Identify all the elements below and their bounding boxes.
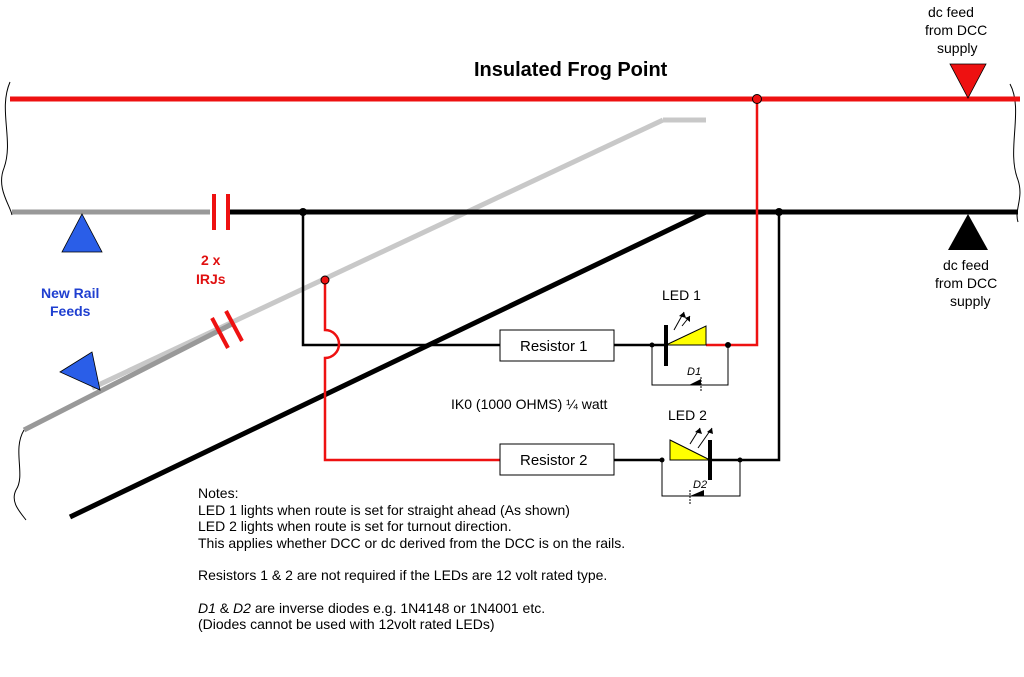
led-2-ray-1-head [695, 428, 702, 434]
led-2-label: LED 2 [668, 407, 707, 423]
black-rail-diverging [68, 209, 708, 520]
new-rail-feeds-line-2: Feeds [50, 303, 91, 319]
wire-red-to-r2 [323, 280, 500, 462]
led-1-ray-1-head [679, 312, 686, 318]
resistor-spec-label: IK0 (1000 OHMS) ¼ watt [451, 396, 608, 412]
irjs-label-line-1: 2 x [201, 252, 221, 268]
notes-line-5: D1 & D2 are inverse diodes e.g. 1N4148 o… [198, 600, 658, 617]
notes-heading: Notes: [198, 485, 239, 501]
grey-rail-diverging-feed [22, 321, 234, 433]
junction-dot-2 [775, 208, 783, 216]
junction-dot-1 [299, 208, 307, 216]
new-rail-feeds-line-1: New Rail [41, 285, 99, 301]
led1-junction-a [649, 342, 655, 348]
wire-led2-right [710, 212, 781, 462]
light-grey-rail-diverging [90, 117, 665, 391]
wire-red-top-to-led1 [706, 99, 759, 347]
feed-top-line-1: dc feed [928, 4, 974, 20]
d1-label: D1 [687, 366, 701, 378]
irjs-label-line-2: IRJs [196, 271, 226, 287]
led-2-symbol [669, 439, 711, 461]
notes-line-2: LED 2 lights when route is set for turno… [198, 518, 512, 534]
led-2-ray-2-head [707, 428, 713, 434]
black-feed-triangle [948, 214, 988, 250]
left-board-edge [1, 81, 13, 216]
notes-d1: D1 [198, 599, 216, 616]
led-1-label: LED 1 [662, 287, 701, 303]
resistor-1-box [499, 329, 615, 362]
irj-mark-diverging-1 [210, 317, 230, 349]
red-feed-triangle [949, 63, 987, 99]
junction-dot-3 [752, 94, 762, 104]
left-lower-edge [13, 429, 27, 521]
resistor-1-label: Resistor 1 [520, 338, 588, 355]
led-1-ray-2-head [685, 316, 690, 322]
led2-junction-a [659, 457, 665, 463]
feed-right-line-1: dc feed [943, 257, 989, 273]
notes-line-1: LED 1 lights when route is set for strai… [198, 501, 570, 518]
junction-dot-4 [320, 275, 330, 285]
d2-label: D2 [693, 479, 707, 491]
notes-block: Notes: LED 1 lights when route is set fo… [198, 485, 658, 633]
right-board-edge [1009, 83, 1021, 223]
notes-line-6: (Diodes cannot be used with 12volt rated… [198, 616, 495, 632]
feed-right-line-3: supply [950, 293, 990, 309]
blue-feed-triangle-straight [61, 213, 103, 253]
notes-line-5-rest: are inverse diodes e.g. 1N4148 or 1N4001… [250, 599, 546, 616]
notes-and: & [215, 599, 234, 616]
blue-feed-triangle-diverging [59, 351, 101, 391]
feed-top-line-3: supply [937, 40, 977, 56]
diagram-title: Insulated Frog Point [474, 59, 668, 81]
d2-diode [690, 490, 704, 496]
feed-right-line-2: from DCC [935, 275, 997, 291]
resistor-2-label: Resistor 2 [520, 452, 588, 469]
led-1-symbol [665, 325, 707, 346]
notes-line-4: Resistors 1 & 2 are not required if the … [198, 567, 608, 583]
wire-led1-left [301, 212, 500, 347]
notes-d2: D2 [233, 599, 251, 616]
resistor-2-box [499, 443, 615, 476]
feed-top-line-2: from DCC [925, 22, 987, 38]
notes-line-3: This applies whether DCC or dc derived f… [198, 534, 626, 551]
led2-junction-b [737, 457, 743, 463]
d1-loop [651, 345, 729, 386]
d1-diode [689, 379, 701, 385]
led1-junction-b [725, 342, 731, 348]
irj-mark-diverging-2 [224, 310, 244, 342]
